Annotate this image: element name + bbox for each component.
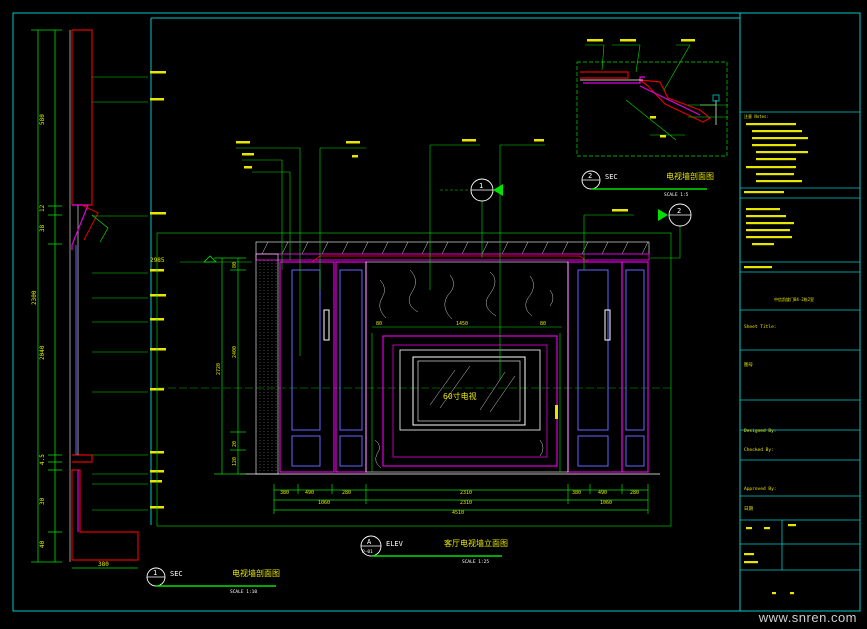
title-block: 注意 Notes: 中信凯旋门B4-2栋2室 Sheet Title: 图号 D… — [740, 111, 860, 595]
tv-label: 60寸电视 — [443, 391, 477, 401]
level-mark: 2985 — [150, 255, 252, 264]
section-marker-1: 1 — [440, 178, 503, 202]
left-section-code: SEC — [170, 570, 183, 578]
checked-label: Checked By: — [744, 447, 774, 453]
detail-code: SEC — [605, 173, 618, 181]
marker-2-number: 2 — [677, 207, 681, 215]
left-section-title: 电视墙剖面图 — [232, 568, 280, 578]
dim-b3: 280 — [342, 490, 351, 496]
left-section-width-dim: 380 — [98, 561, 109, 568]
dim-s2: 2310 — [460, 500, 472, 506]
project-name: 中信凯旋门B4-2栋2室 — [774, 296, 814, 302]
dim-b4: 2310 — [460, 490, 472, 496]
svg-text:2400: 2400 — [232, 346, 238, 358]
svg-text:580: 580 — [39, 114, 46, 125]
section-marker-2: 2 — [658, 203, 692, 227]
notes-label: 注意 Notes: — [744, 113, 769, 119]
dim-s3: 1060 — [600, 500, 612, 506]
svg-text:1450: 1450 — [456, 321, 468, 327]
elevation-title: 客厅电视墙立面图 — [444, 538, 508, 548]
elevation-code: ELEV — [386, 540, 404, 548]
date-label: 日期 — [744, 506, 753, 512]
watermark: www.snren.com — [758, 610, 857, 625]
dim-b5: 380 — [572, 490, 581, 496]
level-mark-value: 2985 — [150, 257, 165, 264]
elevation-letter: A — [367, 538, 372, 546]
elevation-sheet: P-01 — [362, 549, 373, 555]
dim-b2: 490 — [305, 490, 314, 496]
svg-text:2720: 2720 — [216, 363, 222, 375]
elevation-scale: SCALE 1:25 — [462, 559, 489, 565]
svg-text:30: 30 — [39, 497, 46, 505]
sheet-title-label: Sheet Title: — [744, 324, 777, 330]
svg-text:38: 38 — [39, 224, 46, 232]
svg-text:120: 120 — [232, 457, 238, 466]
svg-text:80: 80 — [232, 262, 238, 268]
detail-section-drawing: 2 SEC 电视墙剖面图 SCALE 1:5 — [576, 39, 728, 198]
dim-b6: 490 — [598, 490, 607, 496]
detail-number: 2 — [588, 172, 592, 180]
dim-b1: 380 — [280, 490, 289, 496]
sheet-frame — [12, 12, 861, 612]
drawing-label: 图号 — [744, 362, 753, 368]
left-section-scale: SCALE 1:10 — [230, 589, 257, 595]
dim-s1: 1060 — [318, 500, 330, 506]
elevation-caption: A P-01 ELEV 客厅电视墙立面图 SCALE 1:25 — [360, 535, 508, 565]
left-section-caption: 1 SEC 电视墙剖面图 SCALE 1:10 — [146, 567, 280, 595]
svg-text:4.5: 4.5 — [39, 454, 46, 465]
svg-text:2300: 2300 — [31, 290, 38, 305]
svg-text:2040: 2040 — [39, 345, 46, 360]
svg-text:80: 80 — [376, 321, 382, 327]
left-section-drawing: 580 2300 12 38 2040 4.5 30 40 — [31, 29, 280, 595]
svg-text:40: 40 — [39, 540, 46, 548]
svg-text:20: 20 — [232, 441, 238, 447]
elevation-drawing: 60寸电视 80 1450 80 80 2720 2400 20 120 — [150, 139, 692, 565]
detail-section-caption: 2 SEC 电视墙剖面图 SCALE 1:5 — [581, 170, 714, 198]
marker-1-number: 1 — [479, 182, 483, 190]
dim-b7: 280 — [630, 490, 639, 496]
dim-total: 4510 — [452, 510, 464, 516]
svg-text:80: 80 — [540, 321, 546, 327]
left-section-number: 1 — [153, 569, 157, 577]
detail-scale: SCALE 1:5 — [664, 192, 689, 198]
designer-label: Designed By: — [744, 428, 777, 434]
svg-text:12: 12 — [39, 204, 46, 212]
approved-label: Approved By: — [744, 486, 777, 492]
detail-title: 电视墙剖面图 — [666, 171, 714, 181]
